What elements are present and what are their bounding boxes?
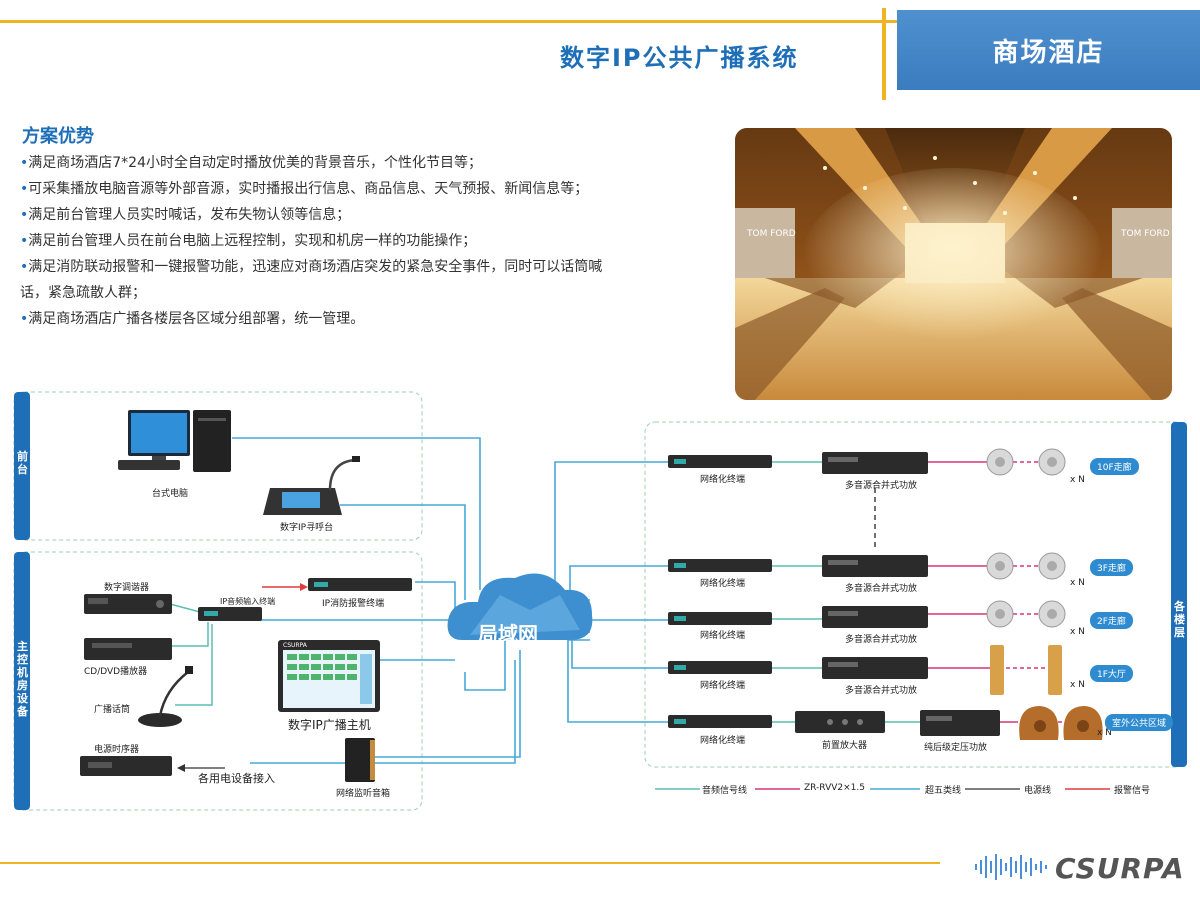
mixer-amp-label: 多音源合并式功放 <box>845 481 918 491</box>
garden-speaker-icon <box>1019 706 1103 740</box>
monitor-speaker-icon <box>345 738 375 782</box>
desktop-label: 台式电脑 <box>152 489 189 499</box>
floor-tag-1f: 1F大厅 <box>1090 665 1133 682</box>
broadcast-microphone-icon <box>138 666 193 727</box>
mixer-amp-label: 多音源合并式功放 <box>845 584 918 594</box>
power-amplifier-label: 纯后级定压功放 <box>924 743 988 753</box>
preamplifier-label: 前置放大器 <box>822 741 868 751</box>
floor-tag-10f: 10F走廊 <box>1090 458 1139 475</box>
floor-tag-2f: 2F走廊 <box>1090 612 1133 629</box>
terminal-label: 网络化终端 <box>700 475 746 485</box>
desktop-computer-icon <box>118 410 231 472</box>
tuner-label: 数字调谐器 <box>104 583 150 593</box>
power-sequencer-icon <box>80 756 172 776</box>
legend-cat5-text: 超五类线 <box>925 786 962 796</box>
preamplifier-icon <box>795 711 885 733</box>
legend-power-text: 电源线 <box>1024 786 1052 796</box>
lan-label: 局域网 <box>478 622 538 646</box>
zone-label-control: 主控机房设备 <box>17 640 28 718</box>
quantity-label: x N <box>1070 475 1085 485</box>
network-terminal-3f <box>668 559 772 572</box>
advantage-item: 满足消防联动报警和一键报警功能，迅速应对商场酒店突发的紧急安全事件，同时可以话筒… <box>20 254 630 306</box>
monitor-speaker-label: 网络监听音箱 <box>336 789 391 799</box>
store-sign-left: TOM FORD <box>746 229 796 239</box>
advantage-item: 满足商场酒店广播各楼层各区域分组部署，统一管理。 <box>20 306 630 332</box>
host-brand-label: CSURPA <box>283 642 308 649</box>
network-terminal-outdoor <box>668 715 772 728</box>
terminal-label: 网络化终端 <box>700 579 746 589</box>
mixer-amp-label: 多音源合并式功放 <box>845 686 918 696</box>
floors-zone-bar <box>1171 422 1187 767</box>
advantage-item: 满足前台管理人员在前台电脑上远程控制，实现和机房一样的功能操作； <box>20 228 630 254</box>
control-zone-bar <box>14 552 30 810</box>
category-badge: 商场酒店 <box>897 10 1200 90</box>
mixer-amp-3f <box>822 555 928 577</box>
column-speaker-icon <box>990 645 1062 695</box>
mixer-amp-label: 多音源合并式功放 <box>845 635 918 645</box>
digital-tuner-icon <box>84 594 172 614</box>
advantage-item: 满足前台管理人员实时喊话，发布失物认领等信息； <box>20 202 630 228</box>
legend-audio-text: 音频信号线 <box>702 786 748 796</box>
footer-rule <box>0 862 940 864</box>
store-sign-right: TOM FORD <box>1120 229 1170 239</box>
sequencer-note: 各用电设备接入 <box>198 772 275 785</box>
front-zone-bar <box>14 392 30 540</box>
advantages-heading: 方案优势 <box>22 126 94 147</box>
legend-zr-text: ZR-RVV2×1.5 <box>804 783 865 793</box>
floor-tag-3f: 3F走廊 <box>1090 559 1133 576</box>
paging-console-label: 数字IP寻呼台 <box>280 523 334 533</box>
floors-zone-frame <box>644 421 1186 768</box>
mixer-amp-1f <box>822 657 928 679</box>
terminal-label: 网络化终端 <box>700 681 746 691</box>
ip-input-label: IP音频输入终端 <box>220 597 276 606</box>
legend-alarm-text: 报警信号 <box>1114 786 1151 796</box>
lan-cloud-icon <box>447 573 593 640</box>
quantity-label: x N <box>1070 627 1085 637</box>
header-divider <box>882 8 886 100</box>
quantity-label: x N <box>1070 578 1085 588</box>
zone-label-front: 前台 <box>17 450 28 476</box>
paging-console-icon <box>263 456 360 515</box>
microphone-label: 广播话筒 <box>94 705 131 715</box>
ceiling-speaker-icon <box>986 448 1066 628</box>
brand-logo: CSURPA <box>1055 852 1185 885</box>
network-terminal-10f <box>668 455 772 468</box>
advantages-list: 满足商场酒店7*24小时全自动定时播放优美的背景音乐，个性化节目等； 可采集播放… <box>20 150 630 332</box>
quantity-label: x N <box>1070 680 1085 690</box>
terminal-label: 网络化终端 <box>700 736 746 746</box>
ip-fire-alarm-terminal-icon <box>308 578 412 591</box>
network-terminal-2f <box>668 612 772 625</box>
terminal-label: 网络化终端 <box>700 631 746 641</box>
ip-audio-input-terminal-icon <box>198 607 262 621</box>
mixer-amp-2f <box>822 606 928 628</box>
soundwave-logo-icon <box>975 854 1047 880</box>
floor-tag-outdoor: 室外公共区域 <box>1105 714 1174 731</box>
ip-broadcast-host-icon: CSURPA <box>278 640 380 712</box>
cd-dvd-player-icon <box>84 638 172 660</box>
mixer-amp-10f <box>822 452 928 474</box>
sequencer-label: 电源时序器 <box>94 745 140 755</box>
fire-terminal-label: IP消防报警终端 <box>322 599 385 609</box>
quantity-label: x N <box>1097 728 1112 738</box>
host-label: 数字IP广播主机 <box>288 718 371 732</box>
power-amplifier-icon <box>920 710 1000 736</box>
advantage-item: 满足商场酒店7*24小时全自动定时播放优美的背景音乐，个性化节目等； <box>20 150 630 176</box>
network-terminal-1f <box>668 661 772 674</box>
cd-player-label: CD/DVD播放器 <box>84 667 148 677</box>
advantage-item: 可采集播放电脑音源等外部音源，实时播报出行信息、商品信息、天气预报、新闻信息等； <box>20 176 630 202</box>
header-rule <box>0 20 900 23</box>
page-title: 数字IP公共广播系统 <box>560 44 799 72</box>
mall-interior-photo: TOM FORD TOM FORD <box>735 128 1172 400</box>
zone-label-floors: 各楼层 <box>1174 600 1185 639</box>
